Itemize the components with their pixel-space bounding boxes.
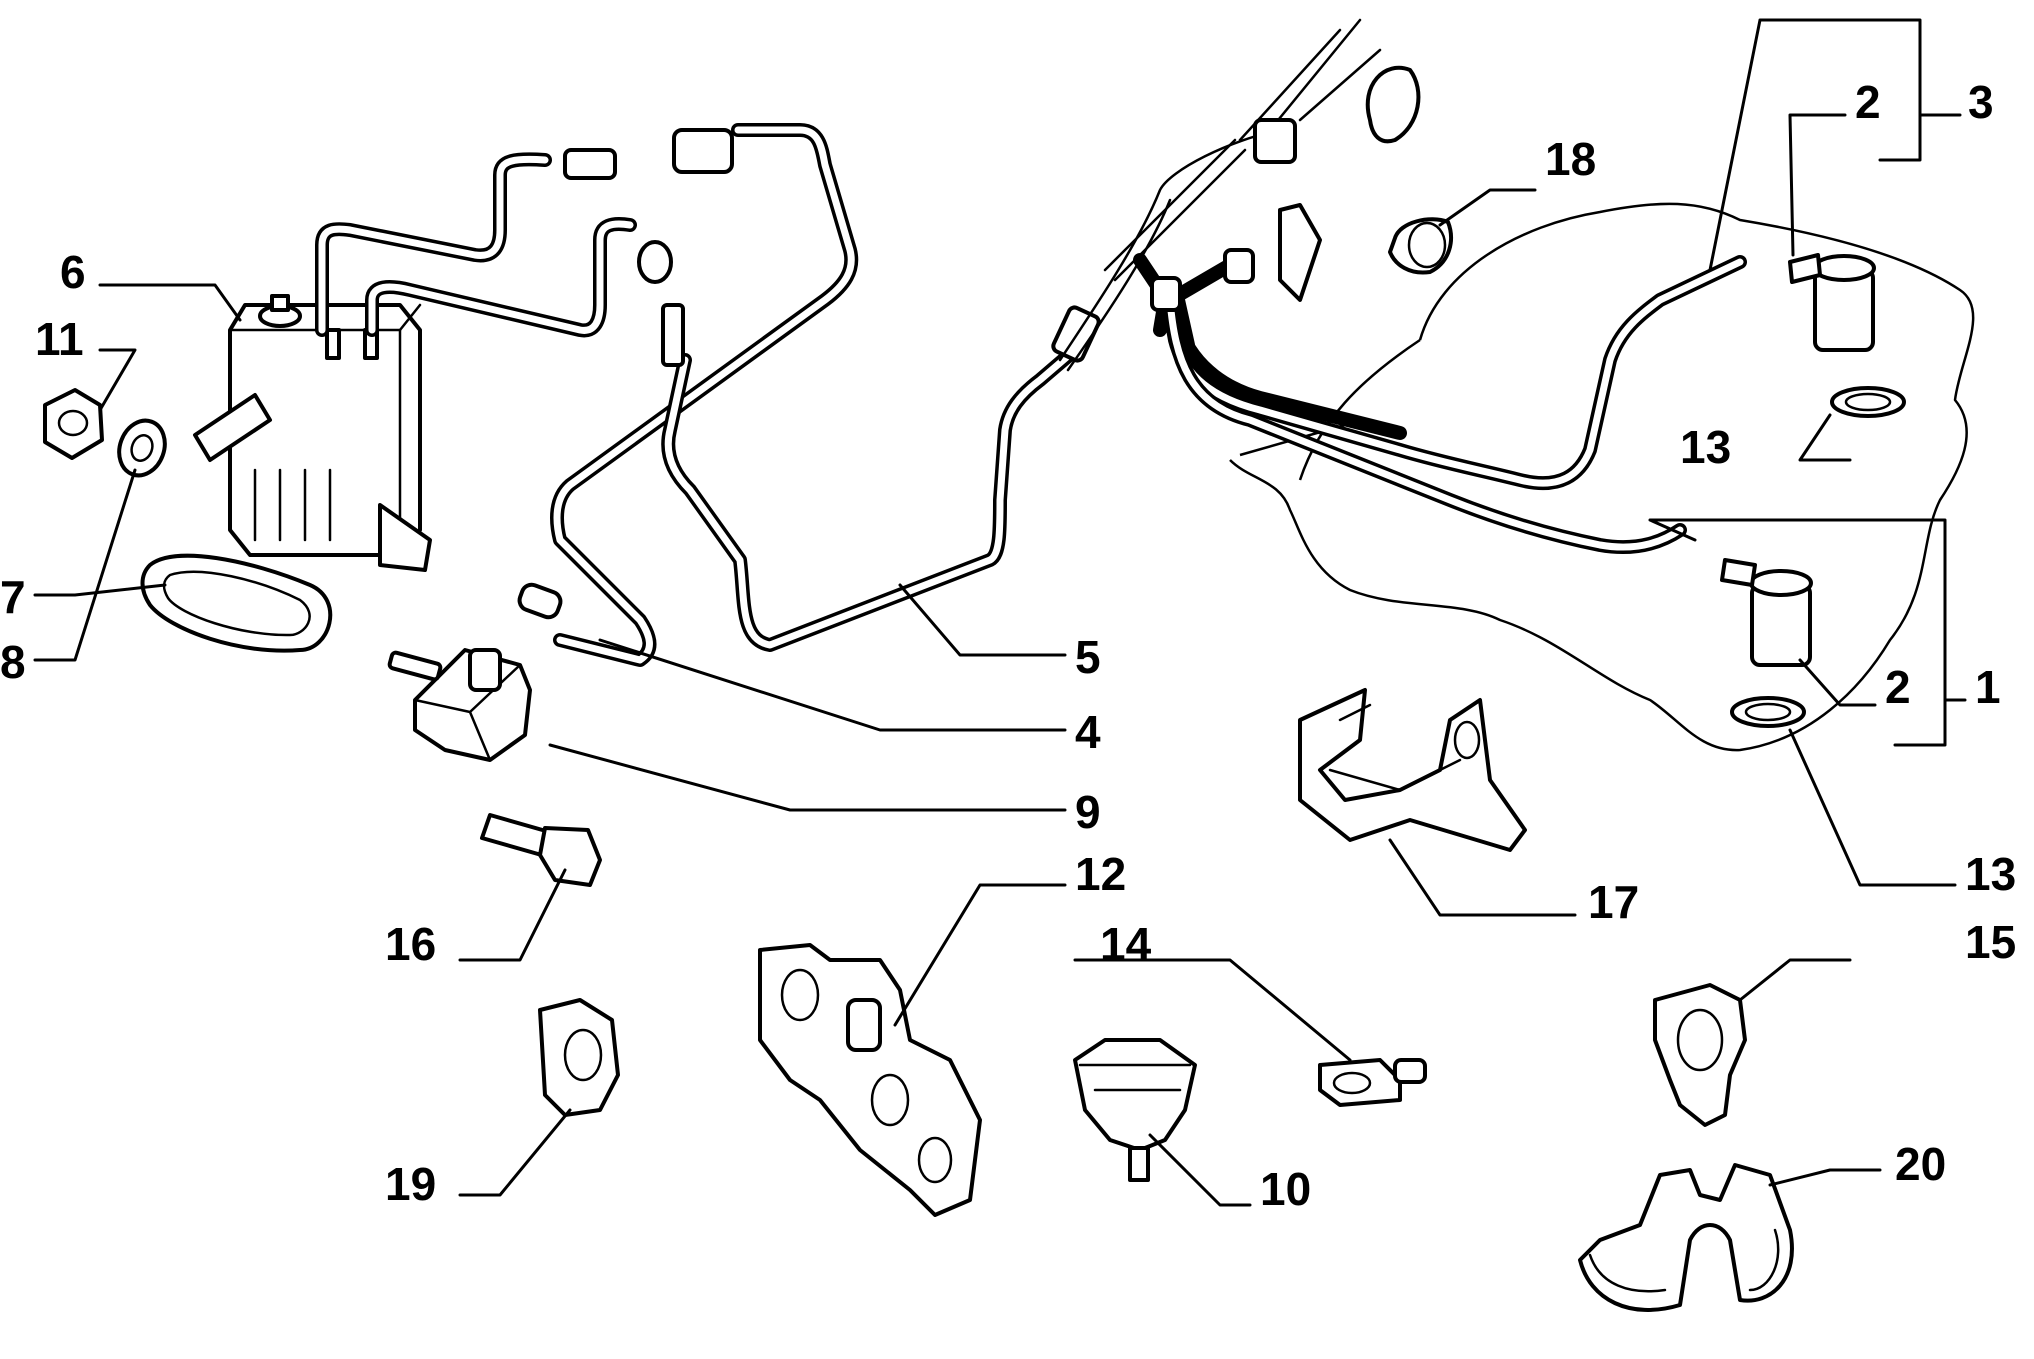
callout-17: 17	[1588, 876, 1639, 928]
callout-19: 19	[385, 1158, 436, 1210]
leader-lines	[33, 18, 1967, 1207]
callout-9: 9	[1075, 786, 1101, 838]
callout-16: 16	[385, 918, 436, 970]
fuel-vapour-pipes-left	[315, 123, 1101, 667]
callout-13-upper: 13	[1680, 421, 1731, 473]
retaining-clip	[1653, 983, 1747, 1127]
callout-7: 7	[0, 571, 26, 623]
heat-shield-bracket	[1298, 688, 1527, 852]
callout-14: 14	[1100, 918, 1152, 970]
callout-15: 15	[1965, 916, 2016, 968]
callout-13-lower: 13	[1965, 848, 2016, 900]
callout-20: 20	[1895, 1138, 1946, 1190]
multiple-pipe-clip	[758, 943, 982, 1217]
rubber-grommet	[1388, 217, 1453, 275]
callout-1: 1	[1975, 661, 2001, 713]
callout-6: 6	[60, 246, 86, 298]
pipe-bracket-clip	[1578, 1163, 1794, 1312]
callout-12: 12	[1075, 848, 1126, 900]
callout-2-lower: 2	[1885, 661, 1911, 713]
callout-4: 4	[1075, 706, 1101, 758]
callout-5: 5	[1075, 631, 1101, 683]
small-clip	[1318, 1058, 1427, 1107]
callout-labels: 1 2 2 3 4 5 6 7 8 9 10 11 12 13 13 14 15…	[0, 76, 2016, 1215]
fuel-lines-right	[1058, 18, 1747, 555]
bolt	[480, 813, 602, 887]
callout-10: 10	[1260, 1163, 1311, 1215]
washer	[117, 418, 167, 478]
callout-8: 8	[0, 636, 26, 688]
canister-seal-gasket	[140, 553, 333, 653]
callout-11: 11	[35, 313, 84, 365]
pressure-sensor	[1073, 1038, 1197, 1182]
fuel-filter-upper	[1788, 253, 1906, 418]
callout-18: 18	[1545, 133, 1596, 185]
pipe-clip	[538, 998, 620, 1117]
fuel-filter-lower	[1720, 558, 1813, 728]
callout-2-upper: 2	[1855, 76, 1881, 128]
callout-3: 3	[1968, 76, 1994, 128]
flange-nut	[43, 388, 104, 460]
carbon-canister	[193, 294, 432, 572]
purge-solenoid-valve	[387, 648, 532, 762]
